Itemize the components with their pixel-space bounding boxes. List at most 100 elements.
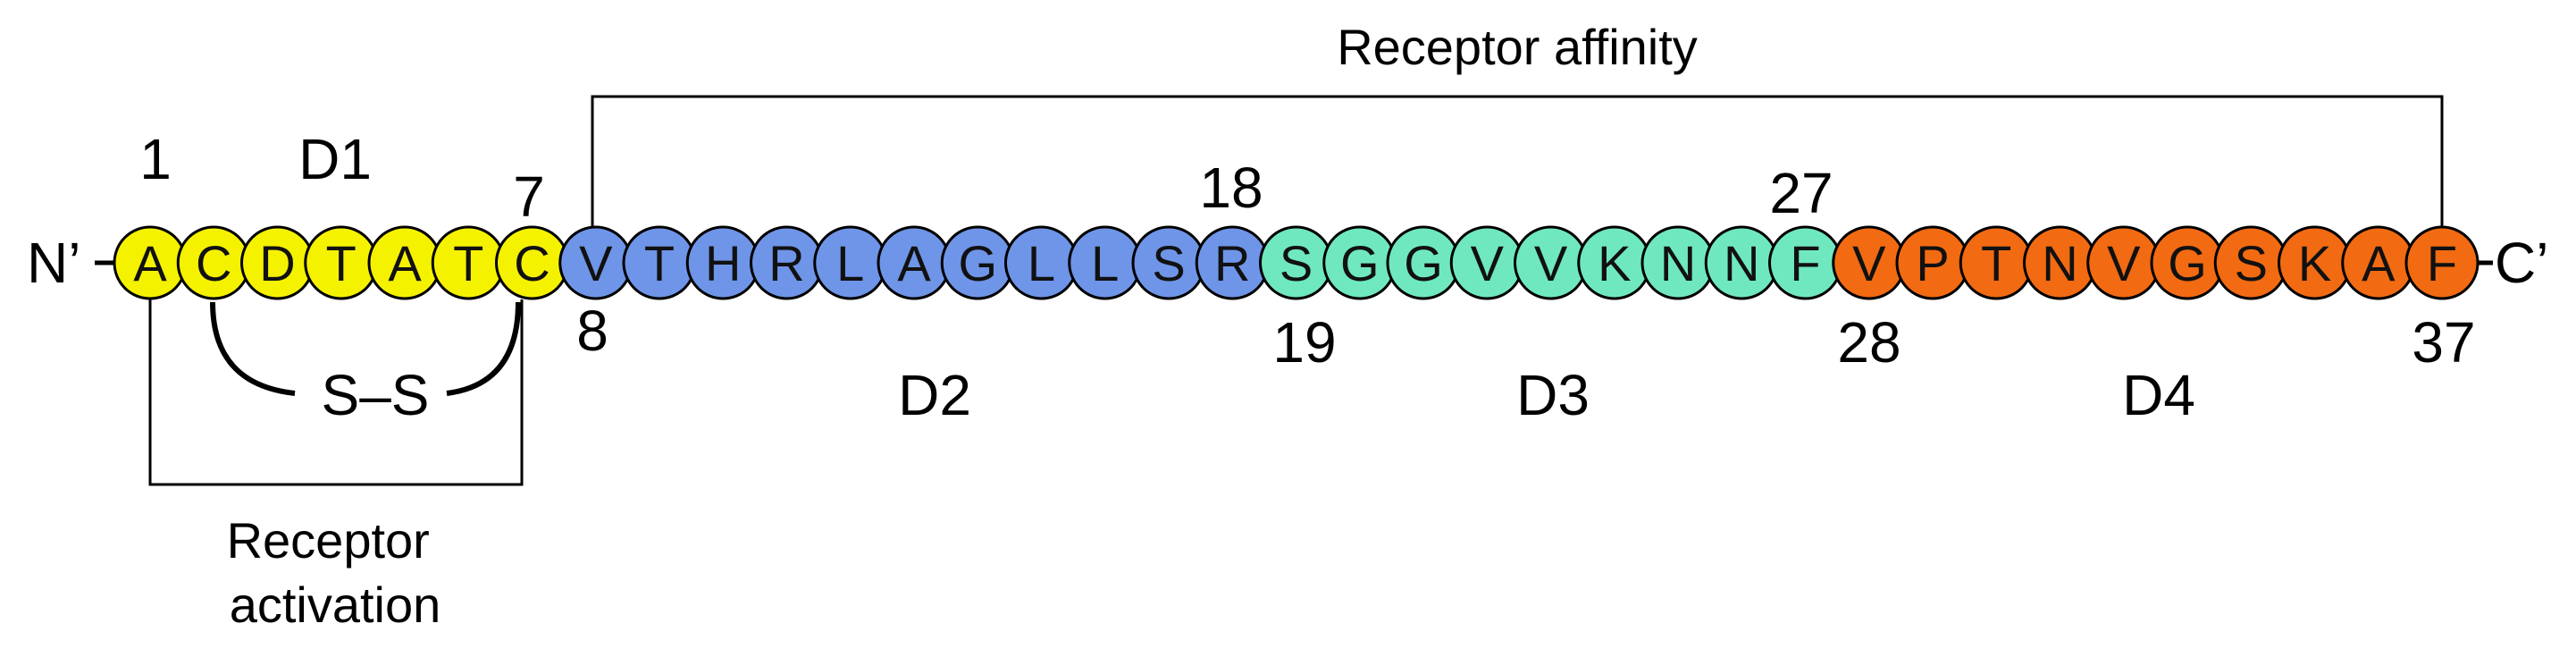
residue-16: L [1068,225,1143,300]
disulfide-bond-arc-right [446,301,521,396]
residue-letter: N [1724,235,1759,291]
residue-letter: T [326,235,357,291]
residue-letter: C [514,235,550,291]
domain-label-d2: D2 [898,363,971,427]
residue-14: G [940,225,1015,300]
receptor-activation-line-2: activation [230,577,441,633]
residue-36: A [2341,225,2416,300]
receptor-activation-line-1: Receptor [227,512,430,569]
residue-18: R [1195,225,1270,300]
disulfide-label: S–S [322,363,430,427]
residue-34: S [2213,225,2288,300]
residue-5: A [367,225,442,300]
residue-letter: K [2298,235,2331,291]
residue-25: N [1640,225,1716,300]
residue-letter: S [1280,235,1313,291]
residue-1: A [113,225,188,300]
residue-29: P [1895,225,1970,300]
position-number-28: 28 [1837,310,1901,375]
receptor-affinity-label: Receptor affinity [1337,19,1698,75]
residue-32: V [2086,225,2161,300]
residue-33: G [2150,225,2225,300]
residue-letter: V [579,235,613,291]
residue-letter: A [2362,235,2396,291]
residue-letter: T [453,235,483,291]
position-number-37: 37 [2412,310,2475,375]
residue-27: F [1768,225,1842,300]
residue-21: G [1386,225,1461,300]
residue-letter: V [2107,235,2141,291]
residue-31: N [2023,225,2097,300]
position-number-18: 18 [1199,156,1263,220]
residue-12: L [813,225,888,300]
residue-letter: G [958,235,997,291]
residue-letter: V [1471,235,1505,291]
residue-19: S [1259,225,1333,300]
residue-6: T [431,225,506,300]
residue-4: T [304,225,379,300]
residue-letter: G [1340,235,1380,291]
position-number-19: 19 [1272,310,1336,375]
receptor-activation-label: Receptor activation [227,512,444,633]
c-terminus-label: C’ [2495,231,2548,295]
residue-15: L [1004,225,1078,300]
residue-letter: S [2235,235,2268,291]
residue-letter: V [1534,235,1568,291]
residue-24: K [1577,225,1652,300]
residue-9: T [622,225,697,300]
domain-label-d3: D3 [1516,363,1590,427]
residue-35: K [2278,225,2352,300]
n-terminus-label: N’ [27,231,80,295]
residue-letter: A [388,235,422,291]
residue-30: T [1959,225,2034,300]
residue-letter: R [1214,235,1250,291]
residue-26: N [1704,225,1779,300]
receptor-activation-bracket [148,299,524,486]
residue-letter: C [196,235,231,291]
residue-23: V [1514,225,1588,300]
residue-letter: L [1091,235,1119,291]
receptor-affinity-bracket [591,95,2444,234]
residue-letter: A [897,235,931,291]
residue-8: V [558,225,634,300]
residue-13: A [877,225,952,300]
residue-letter: A [133,235,167,291]
residue-letter: N [1660,235,1696,291]
residue-letter: L [1028,235,1055,291]
residue-20: G [1322,225,1397,300]
residue-letter: K [1598,235,1631,291]
residue-letter: F [1790,235,1820,291]
residue-letter: G [1404,235,1443,291]
position-number-27: 27 [1769,161,1833,225]
residue-letter: H [705,235,741,291]
residue-2: C [176,225,251,300]
residue-7: C [495,225,569,300]
domain-label-d1: D1 [298,127,372,191]
residue-28: V [1832,225,1907,300]
residue-letter: G [2168,235,2207,291]
residue-circle [2404,225,2480,300]
position-number-1: 1 [139,127,172,191]
residue-letter: R [768,235,804,291]
residue-letter: T [644,235,675,291]
domain-label-d4: D4 [2122,363,2195,427]
residue-letter: L [836,235,864,291]
residue-22: V [1449,225,1524,300]
residue-10: H [685,225,760,300]
residue-letter: T [1981,235,2011,291]
residue-letter: N [2042,235,2077,291]
residue-letter: S [1152,235,1185,291]
residue-letter: V [1852,235,1886,291]
position-number-8: 8 [576,299,608,363]
residue-letter: F [2427,235,2457,291]
residue-letter: D [259,235,295,291]
residue-11: R [750,225,824,300]
residue-3: D [240,225,315,300]
residue-17: S [1131,225,1206,300]
disulfide-bond-arc-left [210,301,296,396]
residue-letter: P [1916,235,1949,291]
position-number-7: 7 [513,164,545,229]
residue-37: F [2404,225,2480,300]
